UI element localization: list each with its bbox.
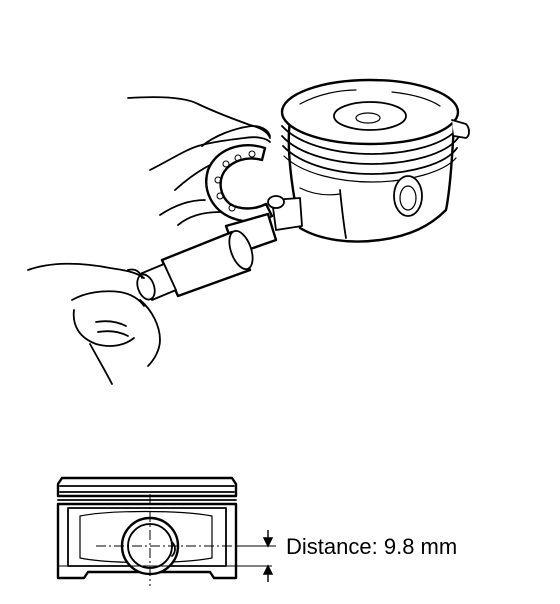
upper-piston — [280, 78, 470, 243]
micrometer-body — [136, 195, 303, 301]
upper-illustration — [27, 78, 470, 385]
lower-illustration — [56, 476, 276, 586]
micrometer-frame-dots — [214, 150, 256, 212]
distance-label-text: Distance: — [286, 534, 378, 559]
center-lines — [58, 494, 276, 586]
distance-value: 9.8 mm — [383, 534, 458, 559]
distance-dimension — [262, 530, 274, 582]
upper-hand — [127, 96, 271, 226]
micrometer-frame — [205, 144, 274, 223]
piston-side-view — [56, 476, 238, 580]
lower-hand — [27, 262, 161, 385]
distance-caption: Distance: 9.8 mm — [286, 536, 457, 558]
